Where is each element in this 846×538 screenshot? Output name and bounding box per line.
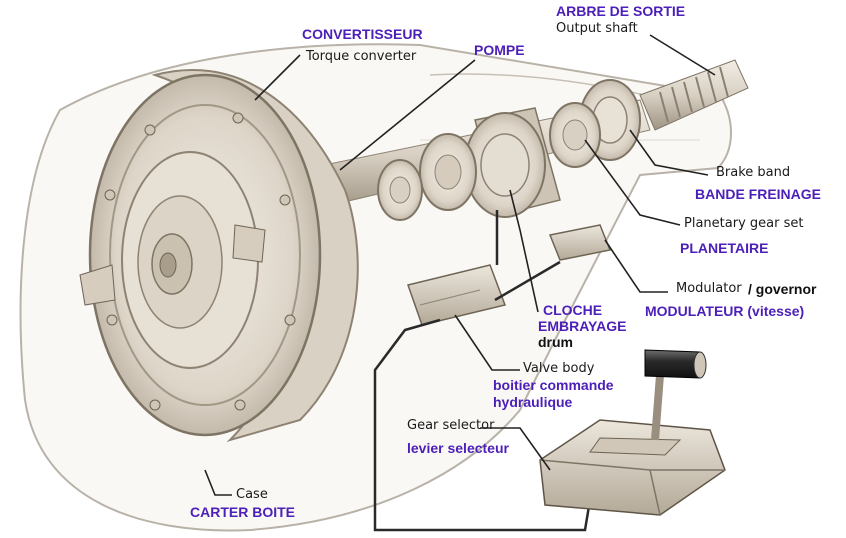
gear-selector-housing: [539, 349, 726, 516]
leader-gear-selector: [480, 427, 551, 471]
label-brake-band: Brake band: [716, 165, 791, 180]
label-output-shaft: Output shaft: [556, 21, 638, 36]
label-arbre-de-sortie: ARBRE DE SORTIE: [556, 3, 686, 19]
label-convertisseur: CONVERTISSEUR: [302, 26, 423, 42]
leader-valve-body: [454, 314, 520, 371]
leader-case: [204, 469, 232, 496]
leader-modulator: [604, 239, 668, 293]
leader-planetary: [584, 139, 681, 226]
hydraulic-lines: [373, 210, 592, 532]
label-cloche: CLOCHE: [543, 302, 603, 318]
label-modulateur: MODULATEUR (vitesse): [645, 303, 805, 319]
output-shaft: [639, 59, 749, 131]
clutch-drum: [419, 107, 561, 218]
label-valve-body: Valve body: [523, 361, 595, 376]
modulator: [548, 224, 612, 261]
leader-clutch-drum: [509, 189, 539, 313]
label-bande-freinage: BANDE FREINAGE: [695, 186, 822, 202]
label-governor: / governor: [748, 281, 817, 297]
valve-body: [407, 264, 506, 326]
pump: [377, 159, 423, 221]
leader-pump: [339, 59, 476, 171]
label-embrayage: EMBRAYAGE: [538, 318, 627, 334]
label-torque-converter: Torque converter: [306, 49, 417, 64]
leader-output-shaft: [649, 34, 716, 76]
label-planetaire: PLANETAIRE: [680, 240, 769, 256]
label-modulator: Modulator: [676, 281, 742, 296]
label-boitier-commande: boitier commande: [493, 377, 614, 393]
torque-converter: [79, 68, 359, 443]
label-gear-selector: Gear selector: [407, 418, 495, 433]
label-pompe: POMPE: [474, 42, 525, 58]
label-levier-selecteur: levier selecteur: [407, 440, 509, 456]
leader-torque-converter: [254, 54, 301, 101]
label-planetary-gear-set: Planetary gear set: [684, 216, 804, 231]
planetary-gear-set: [549, 79, 641, 168]
label-hydraulique: hydraulique: [493, 394, 573, 410]
label-carter-boite: CARTER BOITE: [190, 504, 295, 520]
label-case: Case: [236, 487, 268, 502]
leader-brake-band: [629, 129, 709, 176]
label-drum: drum: [538, 334, 573, 350]
leader-lines: [204, 34, 716, 496]
